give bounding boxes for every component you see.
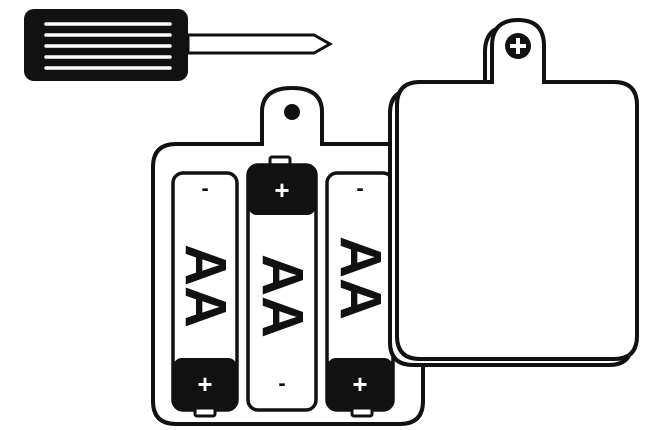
screw-hole — [284, 104, 300, 120]
battery-aa-1: AA - + — [171, 171, 239, 418]
battery-top-terminal: - — [201, 176, 208, 201]
battery-top-terminal: + — [274, 175, 289, 205]
battery-aa-2: AA + - — [246, 155, 318, 412]
screw-icon — [505, 33, 531, 59]
battery-label: AA — [173, 244, 238, 328]
screwdriver-icon — [24, 9, 334, 81]
battery-label: AA — [328, 236, 393, 320]
battery-label: AA — [250, 254, 315, 338]
battery-top-terminal: - — [356, 176, 363, 201]
battery-cover — [388, 17, 639, 367]
battery-aa-3: AA - + — [325, 171, 395, 418]
battery-bottom-terminal: + — [352, 369, 367, 399]
battery-bottom-terminal: + — [197, 369, 212, 399]
battery-bottom-terminal: - — [278, 371, 285, 396]
battery-holder: AA - + AA + - AA - + — [151, 85, 425, 426]
